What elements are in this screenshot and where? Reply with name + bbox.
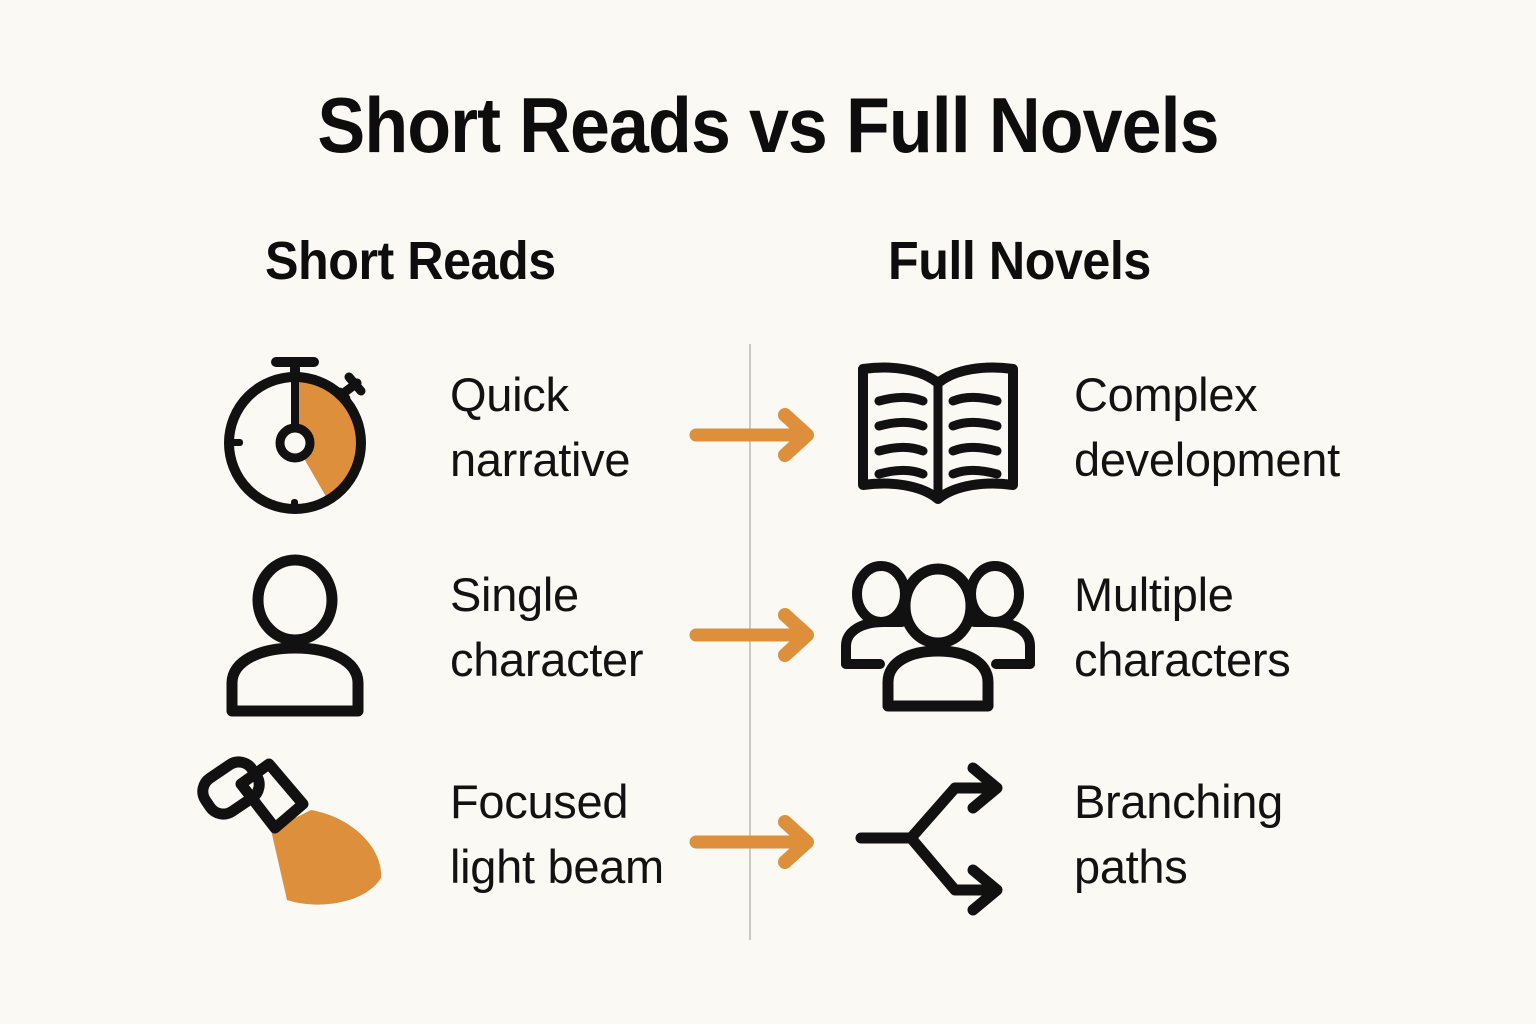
- right-label-line-1: Complex: [1074, 368, 1258, 421]
- page-title: Short Reads vs Full Novels: [317, 81, 1219, 169]
- left-label-line-2: light beam: [450, 839, 664, 893]
- stopwatch-icon: [205, 345, 385, 525]
- comparison-row: Focused light beam Branching paths: [0, 748, 1536, 948]
- left-label-line-1: Single: [450, 568, 579, 621]
- left-label-line-2: character: [450, 632, 644, 686]
- comparison-row: Quick narrative: [0, 345, 1536, 545]
- arrow-right-icon: [689, 407, 815, 463]
- left-label: Quick narrative: [450, 363, 700, 493]
- left-label: Single character: [450, 563, 700, 693]
- column-header-short-reads: Short Reads: [265, 231, 556, 291]
- right-label-line-1: Multiple: [1074, 568, 1234, 621]
- left-label-line-1: Focused: [450, 775, 629, 828]
- left-label-line-1: Quick: [450, 368, 569, 421]
- single-person-icon: [205, 545, 385, 725]
- vertical-divider: [749, 344, 751, 940]
- right-label-line-2: paths: [1074, 839, 1188, 893]
- comparison-row: Single character: [0, 545, 1536, 745]
- left-label-line-2: narrative: [450, 432, 631, 486]
- right-label: Multiple characters: [1074, 563, 1434, 693]
- column-header-full-novels: Full Novels: [888, 231, 1151, 291]
- right-label: Complex development: [1074, 363, 1434, 493]
- right-label-line-1: Branching: [1074, 775, 1283, 828]
- left-label: Focused light beam: [450, 770, 700, 900]
- right-label-line-2: characters: [1074, 632, 1291, 686]
- open-book-icon: [838, 345, 1038, 525]
- arrow-right-icon: [689, 814, 815, 870]
- branching-arrows-icon: [838, 748, 1038, 928]
- group-of-people-icon: [838, 545, 1038, 725]
- arrow-right-icon: [689, 607, 815, 663]
- right-label: Branching paths: [1074, 770, 1434, 900]
- right-label-line-2: development: [1074, 432, 1340, 486]
- flashlight-beam-icon: [197, 748, 385, 928]
